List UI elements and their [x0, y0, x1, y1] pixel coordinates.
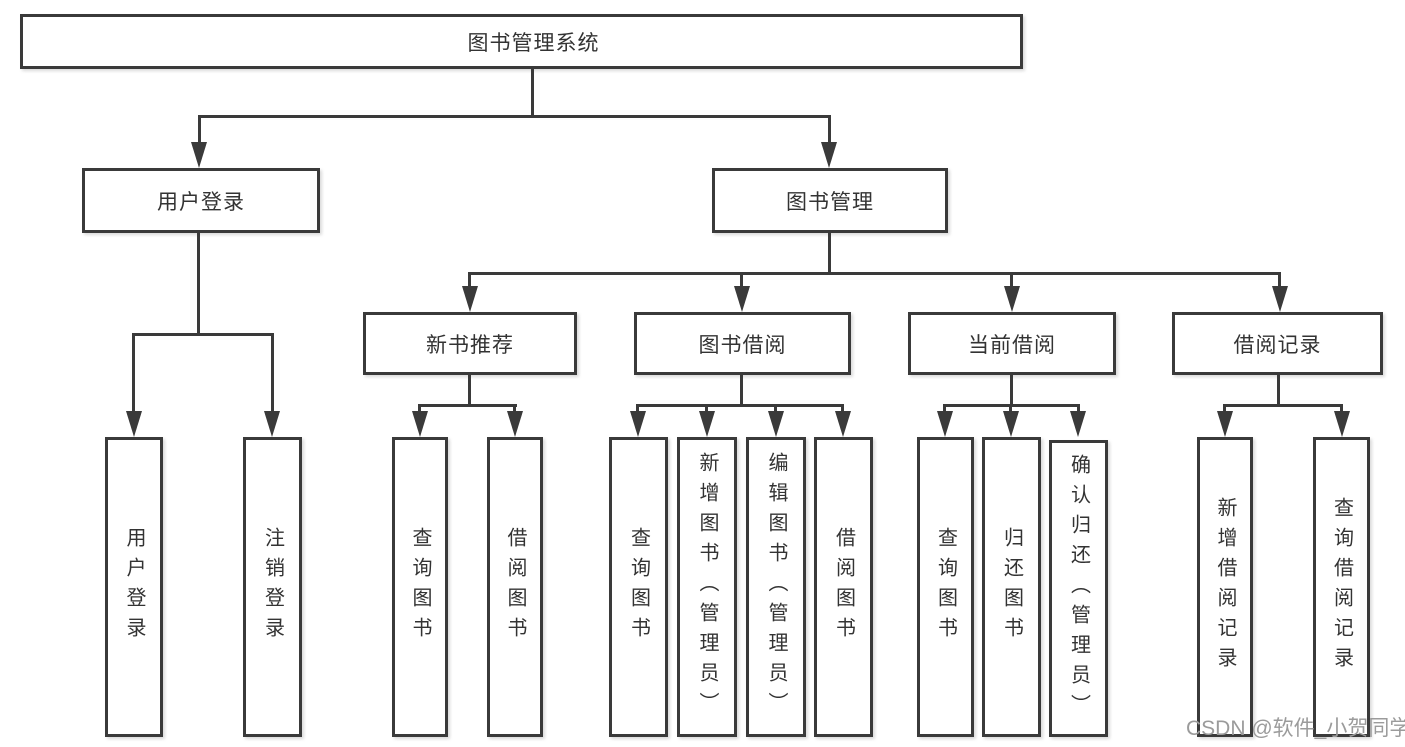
arrow-down-icon — [126, 411, 142, 437]
connector-drop — [828, 115, 831, 144]
connector-drop — [740, 272, 743, 288]
arrow-down-icon — [1217, 411, 1233, 437]
connector-drop — [1223, 404, 1226, 414]
connector-drop — [468, 272, 471, 288]
connector-level3-bus — [468, 272, 1281, 275]
node-user-login-label: 用户登录 — [157, 190, 245, 214]
node-current-borrow: 当前借阅 — [908, 312, 1116, 375]
connector-drop — [418, 404, 421, 414]
arrow-down-icon — [768, 411, 784, 437]
leaf-logout: 注销登录 — [243, 437, 302, 737]
leaf-label: 新增借阅记录 — [1214, 497, 1236, 677]
connector-drop — [198, 115, 201, 144]
leaf-label: 查询借阅记录 — [1330, 497, 1353, 677]
leaf-label: 查询图书 — [409, 527, 431, 647]
arrow-down-icon — [412, 411, 428, 437]
arrow-down-icon — [1004, 286, 1020, 312]
connector-drop — [636, 404, 639, 414]
connector-book-borrow-bus — [636, 404, 844, 407]
connector-drop — [1077, 404, 1080, 414]
leaf-borrow-books-rec: 借阅图书 — [487, 437, 543, 737]
leaf-borrow-books: 借阅图书 — [814, 437, 873, 737]
arrow-down-icon — [699, 411, 715, 437]
node-root: 图书管理系统 — [20, 14, 1023, 69]
leaf-query-borrow-record: 查询借阅记录 — [1313, 437, 1370, 737]
node-user-login: 用户登录 — [82, 168, 320, 233]
arrow-down-icon — [734, 286, 750, 312]
arrow-down-icon — [191, 142, 207, 168]
connector-drop — [1278, 272, 1281, 288]
leaf-label: 确认归还（管理员） — [1067, 453, 1090, 724]
leaf-query-books-rec: 查询图书 — [392, 437, 448, 737]
arrow-down-icon — [1003, 411, 1019, 437]
leaf-label: 新增图书（管理员） — [696, 452, 718, 722]
csdn-watermark: CSDN @软件_小贺同学 — [1186, 717, 1405, 740]
connector-drop — [513, 404, 516, 414]
connector-new-book-rec-bus — [418, 404, 517, 407]
connector-borrow-records-bus — [1223, 404, 1343, 407]
node-book-mgmt: 图书管理 — [712, 168, 948, 233]
node-book-borrow: 图书借阅 — [634, 312, 851, 375]
arrow-down-icon — [835, 411, 851, 437]
leaf-label: 归还图书 — [1000, 527, 1023, 647]
connector-level2-bus — [198, 115, 831, 118]
node-current-borrow-label: 当前借阅 — [968, 333, 1056, 357]
connector-new-book-rec-trunk — [468, 375, 471, 407]
connector-user-login-trunk — [197, 233, 200, 336]
connector-drop — [132, 333, 135, 413]
connector-book-mgmt-trunk — [828, 233, 831, 275]
node-book-mgmt-label: 图书管理 — [786, 190, 874, 214]
connector-borrow-records-trunk — [1277, 375, 1280, 407]
leaf-return-books: 归还图书 — [982, 437, 1041, 737]
leaf-confirm-return-admin: 确认归还（管理员） — [1049, 440, 1108, 737]
leaf-query-books-current: 查询图书 — [917, 437, 974, 737]
leaf-label: 注销登录 — [261, 527, 284, 647]
leaf-label: 查询图书 — [934, 527, 957, 647]
connector-book-borrow-trunk — [740, 375, 743, 407]
arrow-down-icon — [630, 411, 646, 437]
leaf-label: 用户登录 — [123, 527, 145, 647]
connector-drop — [943, 404, 946, 414]
leaf-label: 编辑图书（管理员） — [765, 452, 787, 722]
arrow-down-icon — [1272, 286, 1288, 312]
node-book-borrow-label: 图书借阅 — [698, 333, 787, 357]
node-borrow-records-label: 借阅记录 — [1233, 333, 1322, 357]
connector-drop — [1009, 404, 1012, 414]
leaf-label: 借阅图书 — [832, 527, 855, 647]
connector-drop — [774, 404, 777, 414]
arrow-down-icon — [462, 286, 478, 312]
leaf-edit-books-admin: 编辑图书（管理员） — [746, 437, 806, 737]
node-new-book-rec: 新书推荐 — [363, 312, 577, 375]
node-new-book-rec-label: 新书推荐 — [426, 333, 514, 357]
leaf-add-books-admin: 新增图书（管理员） — [677, 437, 737, 737]
leaf-user-login: 用户登录 — [105, 437, 163, 737]
arrow-down-icon — [507, 411, 523, 437]
arrow-down-icon — [264, 411, 280, 437]
node-root-label: 图书管理系统 — [467, 31, 600, 55]
connector-current-borrow-trunk — [1010, 375, 1013, 407]
arrow-down-icon — [937, 411, 953, 437]
arrow-down-icon — [1334, 411, 1350, 437]
connector-drop — [271, 333, 274, 413]
leaf-query-books-borrow: 查询图书 — [609, 437, 668, 737]
leaf-label: 查询图书 — [627, 527, 650, 647]
node-borrow-records: 借阅记录 — [1172, 312, 1383, 375]
leaf-add-borrow-record: 新增借阅记录 — [1197, 437, 1253, 737]
connector-root-trunk — [531, 69, 534, 116]
arrow-down-icon — [1070, 411, 1086, 437]
arrow-down-icon — [821, 142, 837, 168]
connector-drop — [1340, 404, 1343, 414]
leaf-label: 借阅图书 — [504, 527, 526, 647]
connector-user-login-bus — [132, 333, 274, 336]
connector-drop — [841, 404, 844, 414]
connector-drop — [705, 404, 708, 414]
connector-drop — [1010, 272, 1013, 288]
